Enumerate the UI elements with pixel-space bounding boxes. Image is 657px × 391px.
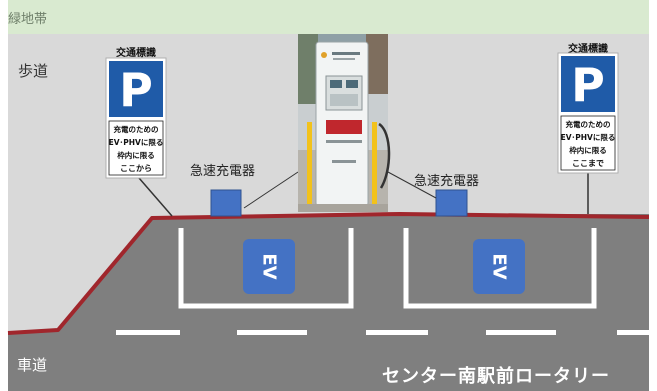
right-sign-line-2: EV･PHVに限る	[561, 133, 616, 142]
right-sign-line-4: ここまで	[572, 159, 604, 168]
left-sign-letter: P	[119, 63, 153, 117]
charger-leader-left	[243, 171, 299, 209]
left-sign-title: 交通標識	[116, 48, 156, 59]
green-belt-label: 緑地帯	[8, 12, 48, 27]
ev-marking-text-1: EV	[259, 253, 280, 279]
parking-space-outline-2	[403, 228, 597, 309]
parking-sign-icon	[109, 61, 163, 117]
charger-box-right	[435, 189, 468, 217]
parking-space-outline-1	[178, 228, 354, 309]
ev-marking-2: EV	[473, 239, 525, 294]
ev-marking-text-2: EV	[489, 253, 510, 279]
left-sign-line-3: 枠内に限る	[116, 150, 155, 160]
road-label: 車道	[17, 356, 48, 374]
left-sign-post	[138, 177, 173, 217]
left-sign-line-4: ここから	[120, 164, 152, 173]
rotary-name-label: センター南駅前ロータリー	[382, 366, 610, 387]
ev-marking-1: EV	[243, 239, 295, 294]
right-sign-title: 交通標識	[568, 44, 608, 55]
fast-charger-label-left: 急速充電器	[190, 164, 256, 179]
fast-charger-label-right: 急速充電器	[414, 174, 480, 189]
charger-box-left	[210, 189, 242, 217]
right-sign-line-3: 枠内に限る	[568, 145, 607, 155]
charger-leader-right	[387, 171, 437, 199]
left-sign-line-1: 充電のための	[114, 124, 159, 134]
ev-fast-charger-photo	[298, 34, 391, 212]
left-sign-line-2: EV･PHVに限る	[109, 138, 164, 147]
parking-sign-icon	[561, 56, 615, 112]
right-sign-line-1: 充電のための	[566, 119, 611, 129]
sidewalk-label: 歩道	[18, 62, 49, 80]
right-sign-letter: P	[571, 58, 605, 112]
green-belt-band	[8, 0, 649, 34]
lane-dashes	[116, 330, 649, 335]
curb-line	[7, 212, 650, 335]
